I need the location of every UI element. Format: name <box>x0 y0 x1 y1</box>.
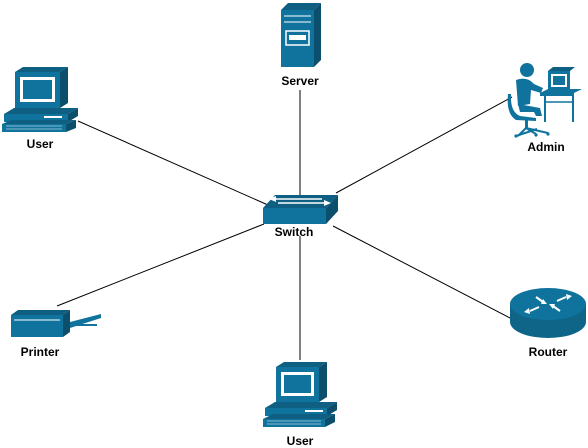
admin-label: Admin <box>527 140 564 154</box>
workstation-icon <box>263 362 337 427</box>
user-bottom-node[interactable]: User <box>263 362 337 448</box>
links <box>56 90 513 360</box>
user-top-left-node[interactable]: User <box>2 67 78 151</box>
printer-label: Printer <box>21 345 60 359</box>
server-label: Server <box>281 74 319 88</box>
server-icon <box>281 3 321 67</box>
admin-workstation-icon <box>507 63 582 138</box>
link-switch-printer <box>56 223 265 307</box>
printer-node[interactable]: Printer <box>11 310 101 359</box>
link-switch-user-top-left <box>77 120 269 206</box>
user-top-left-label: User <box>27 137 54 151</box>
router-icon <box>510 288 586 338</box>
switch-label: Switch <box>275 225 314 239</box>
printer-icon <box>11 310 101 337</box>
router-label: Router <box>529 345 568 359</box>
link-switch-router <box>332 225 511 319</box>
workstation-icon <box>2 67 78 132</box>
switch-node[interactable]: Switch <box>263 195 338 239</box>
switch-icon <box>263 195 338 224</box>
user-bottom-label: User <box>287 434 314 448</box>
link-switch-admin <box>335 96 513 194</box>
admin-node[interactable]: Admin <box>507 63 582 154</box>
router-node[interactable]: Router <box>510 288 586 359</box>
server-node[interactable]: Server <box>281 3 321 88</box>
